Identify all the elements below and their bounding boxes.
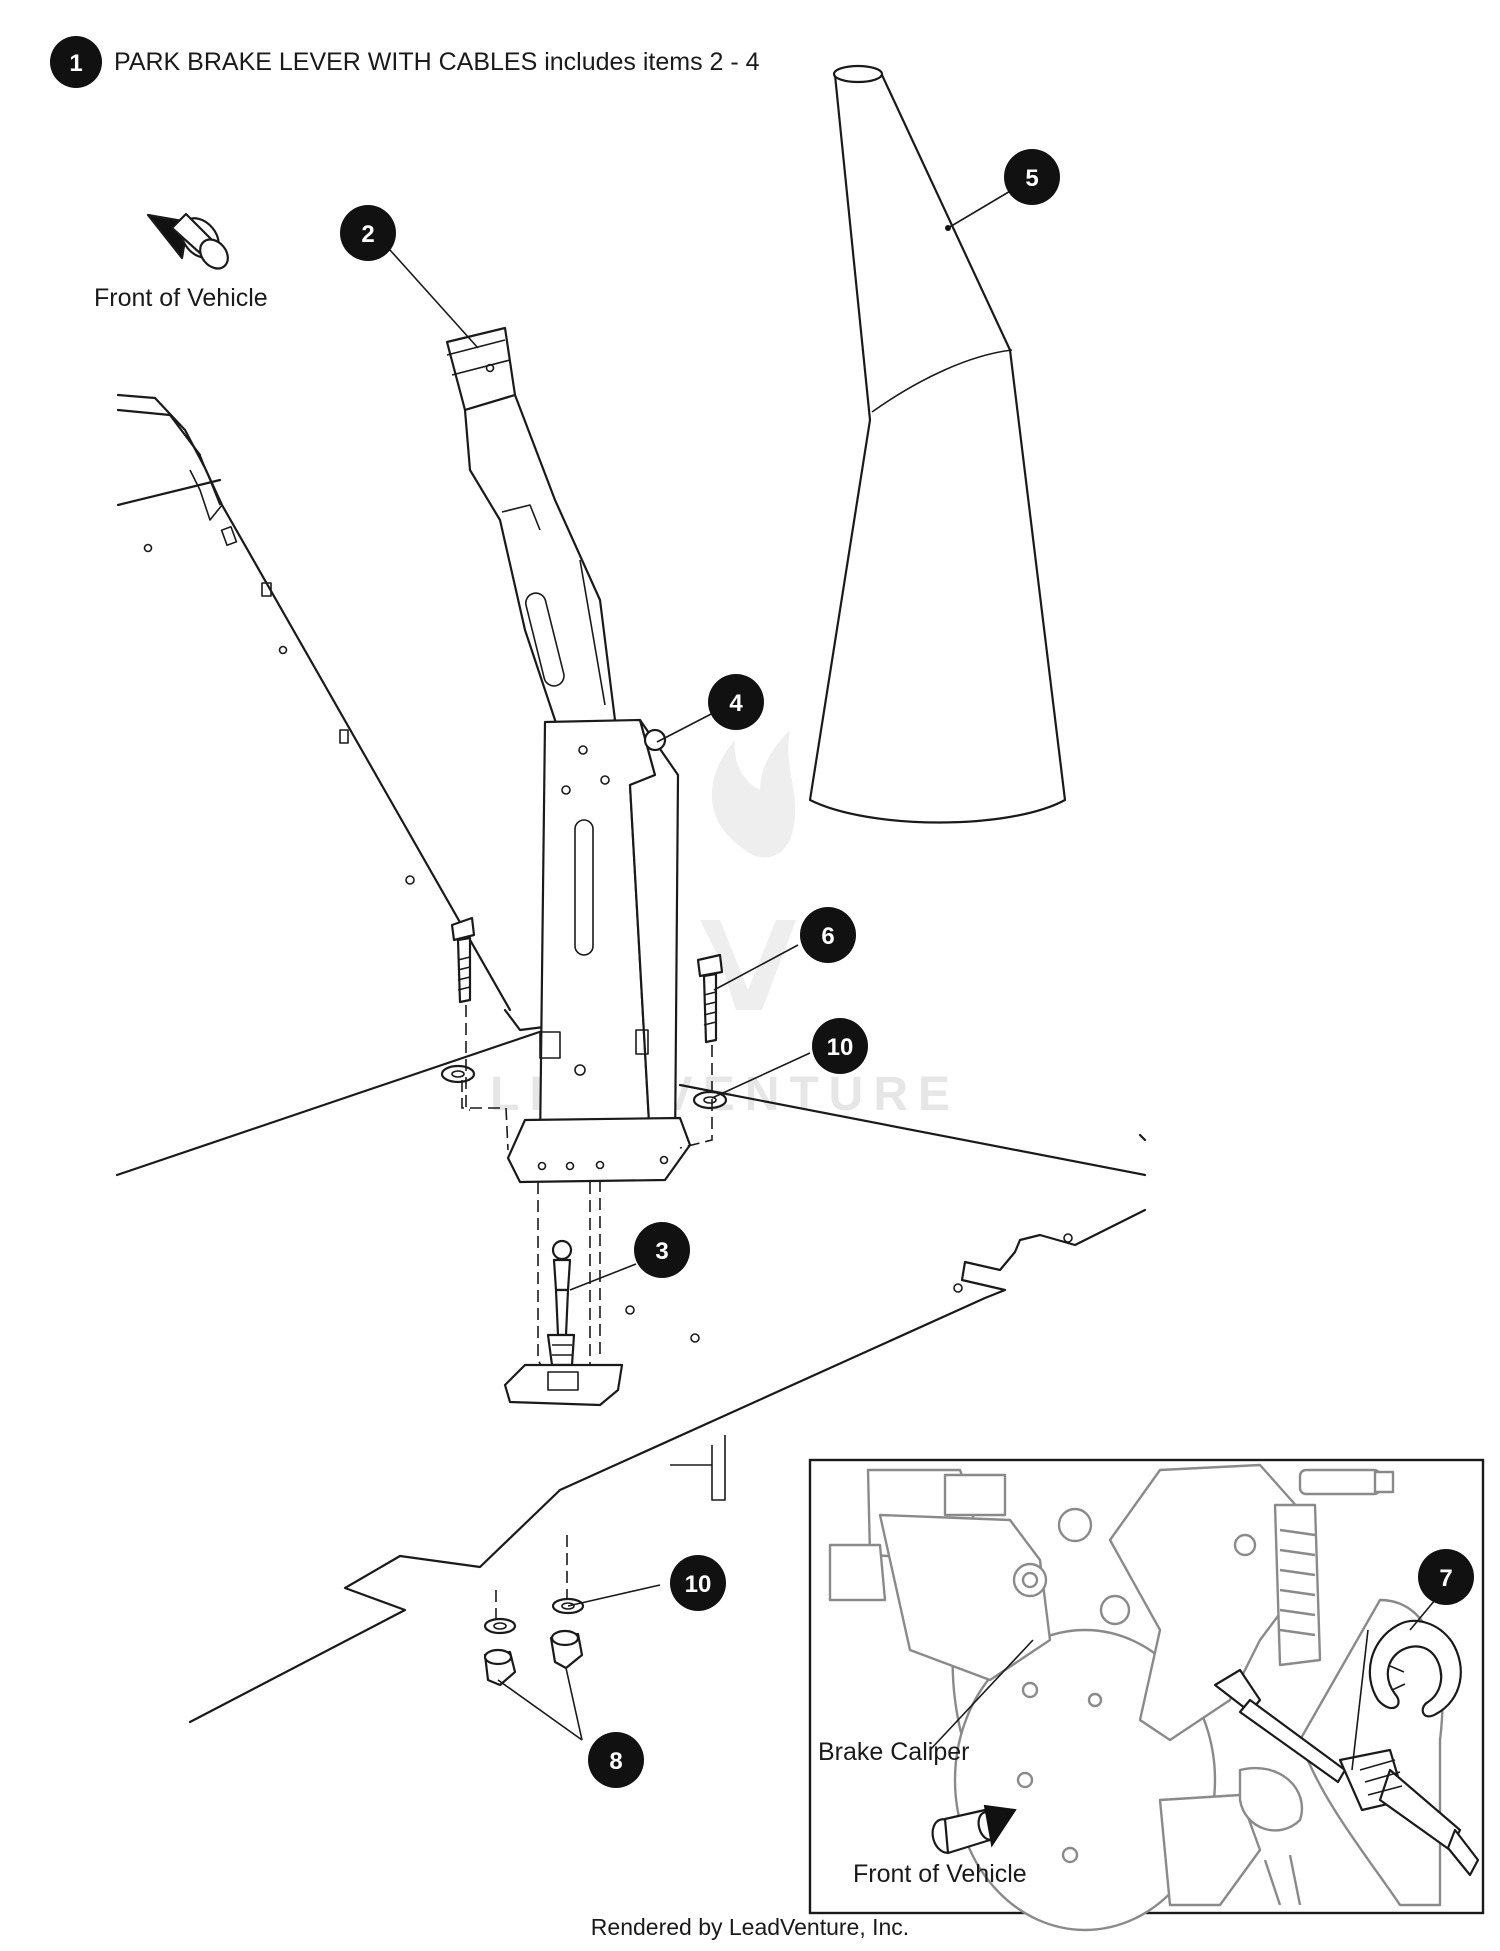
callout-5: 5: [1004, 149, 1060, 205]
svg-text:6: 6: [821, 923, 834, 950]
callout-1: 1: [69, 50, 82, 77]
callout-10-upper: 10: [812, 1018, 868, 1074]
vehicle-floor-panel: [115, 393, 1147, 1724]
nut-right: [549, 1629, 584, 1670]
svg-text:5: 5: [1025, 165, 1038, 192]
inset-front-of-vehicle-label: Front of Vehicle: [853, 1860, 1027, 1888]
svg-text:8: 8: [609, 1748, 622, 1775]
park-brake-lever: [445, 326, 617, 737]
front-of-vehicle-arrow-icon: [146, 212, 229, 270]
callout-8: 8: [588, 1732, 644, 1788]
callout-1-badge: [50, 36, 102, 88]
bolt-left: [450, 916, 476, 1004]
callout-6: 6: [800, 907, 856, 963]
front-of-vehicle-label: Front of Vehicle: [94, 284, 268, 312]
washer-left: [440, 1064, 476, 1084]
svg-text:2: 2: [361, 221, 374, 248]
lever-boot: [808, 64, 1067, 824]
diagram-title: PARK BRAKE LEVER WITH CABLES includes it…: [114, 48, 760, 76]
washer-bottom-left: [483, 1617, 517, 1635]
callout-4: 4: [708, 674, 764, 730]
header: 1 PARK BRAKE LEVER WITH CABLES includes …: [50, 36, 760, 88]
callout-2: 2: [340, 205, 396, 261]
svg-text:7: 7: [1439, 1565, 1452, 1592]
brake-cable-assembly: [503, 1239, 624, 1407]
inset-front-of-vehicle-arrow-icon: [931, 1804, 1017, 1855]
callout-7: 7: [1418, 1549, 1474, 1605]
svg-text:10: 10: [685, 1571, 712, 1598]
nut-left: [483, 1648, 517, 1687]
lever-bracket: [506, 718, 692, 1184]
brake-caliper-inset: 7 Brake Caliper Front of Vehicle: [808, 1458, 1485, 1932]
brake-caliper-label: Brake Caliper: [818, 1738, 969, 1766]
bolt-right: [696, 953, 724, 1044]
callout-10-lower: 10: [670, 1555, 726, 1611]
svg-text:10: 10: [827, 1034, 854, 1061]
footer-credit: Rendered by LeadVenture, Inc.: [591, 1914, 909, 1940]
leader-lines: [389, 189, 1013, 1741]
svg-text:3: 3: [655, 1238, 668, 1265]
callout-3: 3: [634, 1222, 690, 1278]
svg-text:4: 4: [729, 690, 743, 717]
